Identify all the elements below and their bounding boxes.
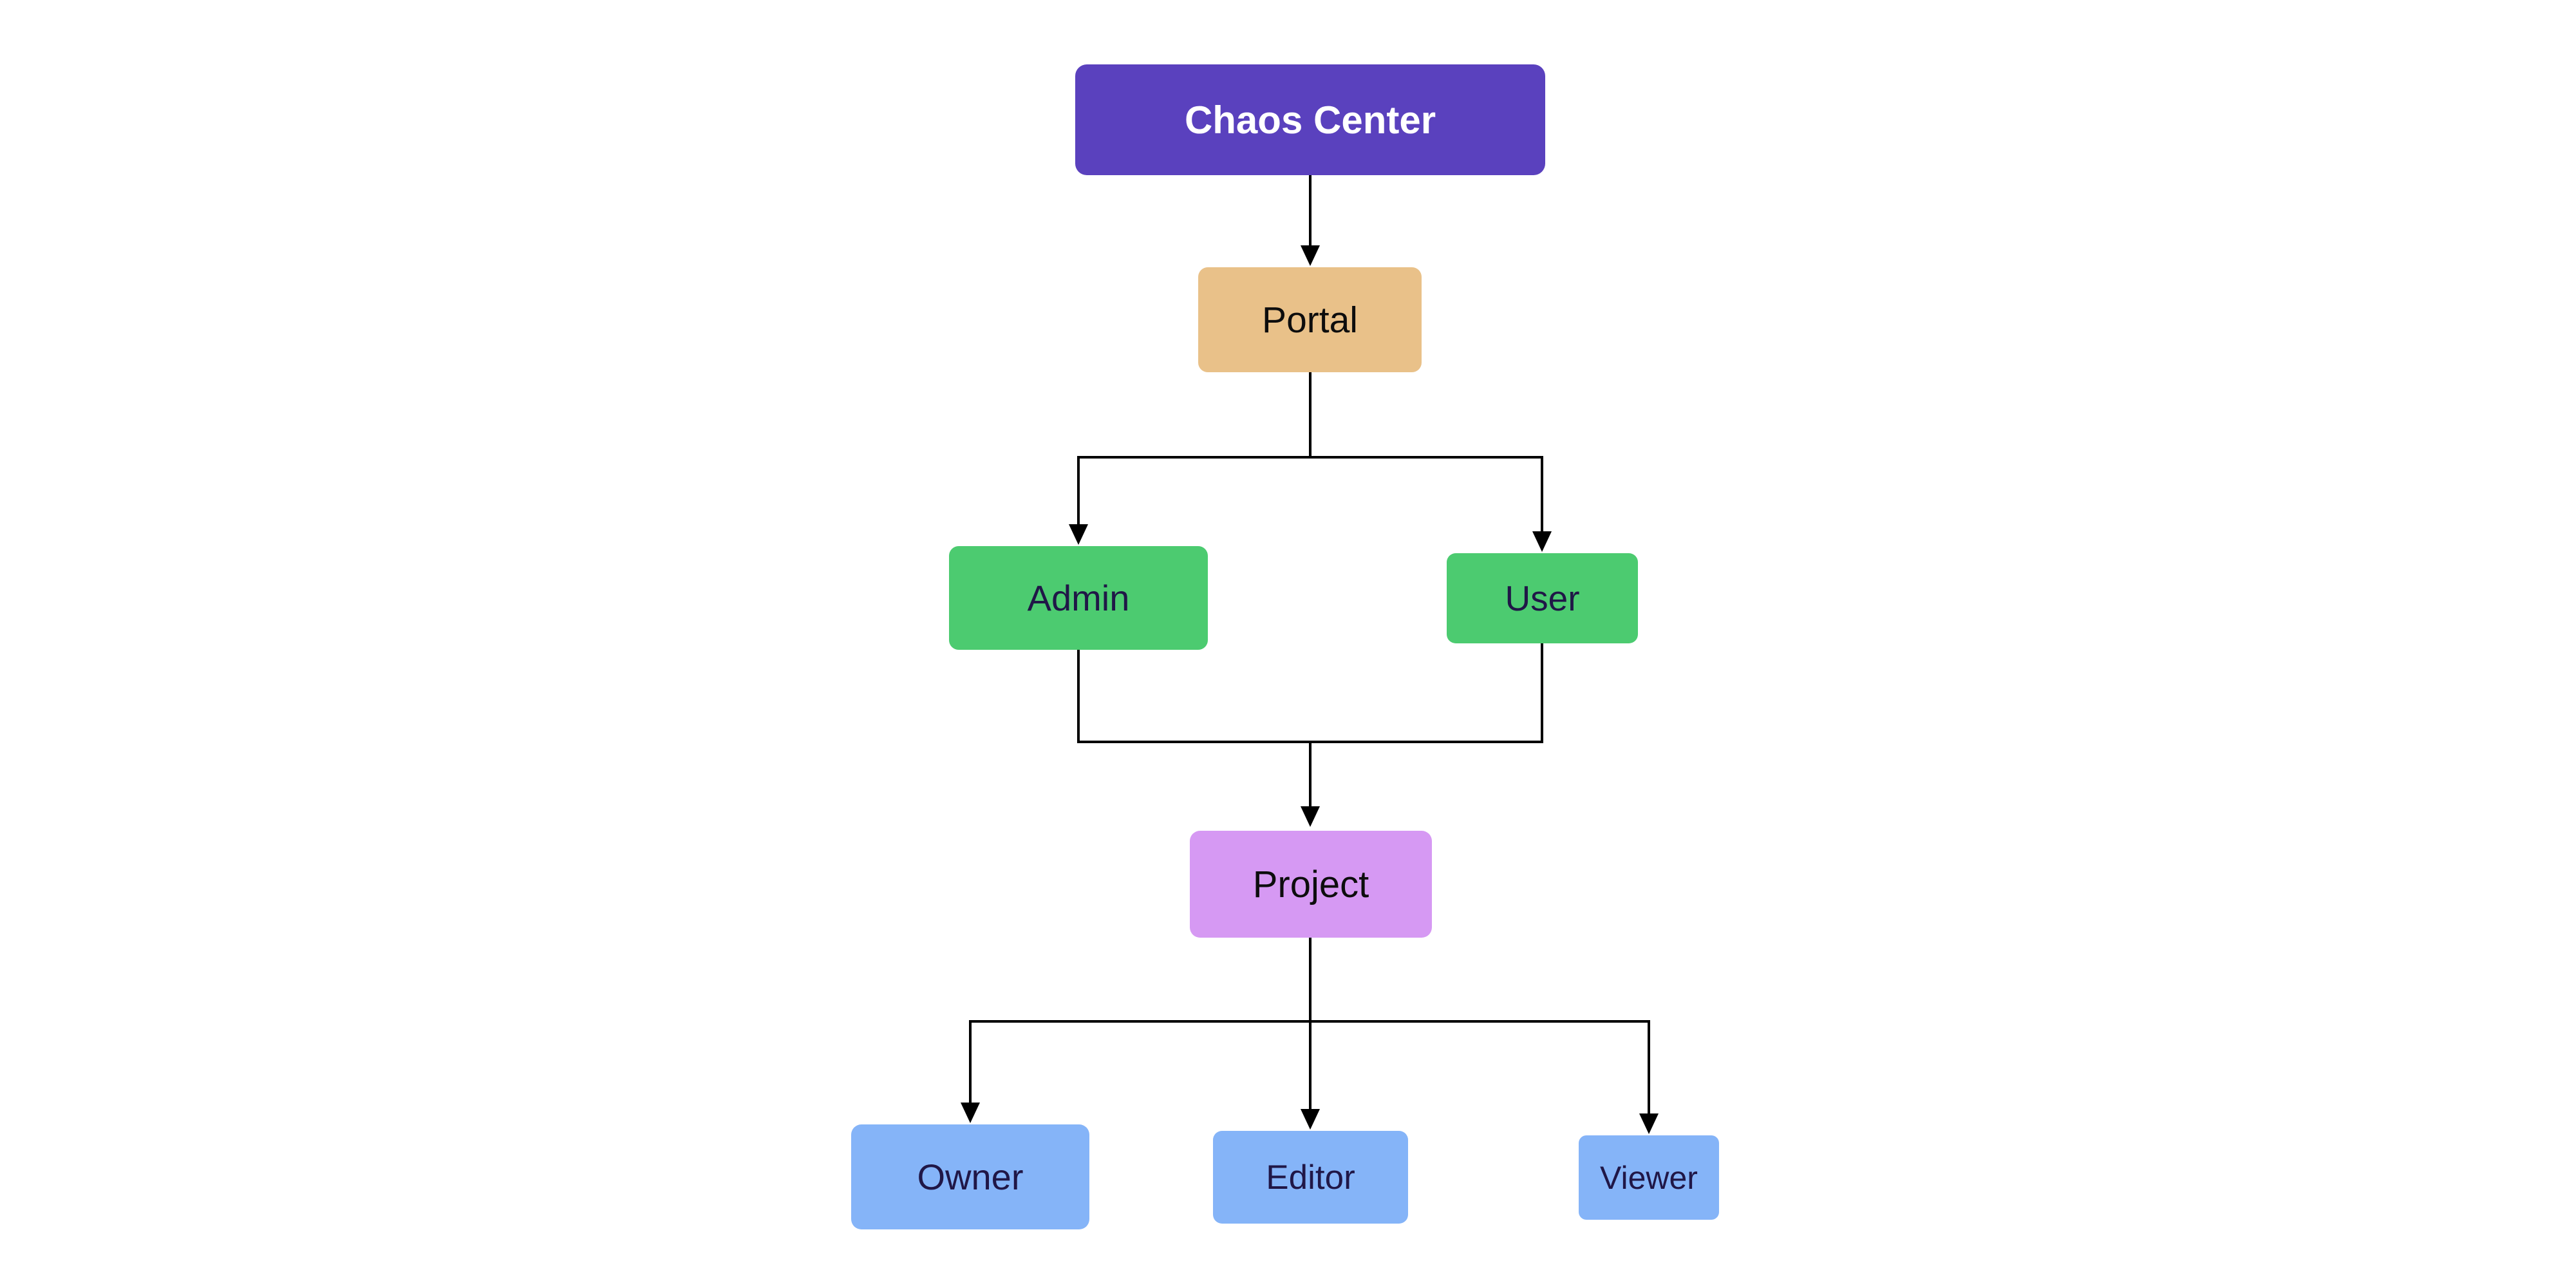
edge-chaos-center-portal	[1301, 175, 1320, 266]
arrowhead-viewer	[1639, 1113, 1659, 1134]
edge-portal-branch	[1077, 372, 1543, 459]
arrowhead-editor	[1301, 1109, 1320, 1130]
edge-portal-user	[1532, 457, 1552, 552]
arrowhead-admin	[1069, 524, 1088, 545]
edge-project-owner	[961, 1021, 980, 1123]
node-chaos-center: Chaos Center	[1075, 64, 1545, 175]
node-viewer: Viewer	[1579, 1135, 1719, 1220]
arrowhead-project	[1301, 806, 1320, 827]
node-admin: Admin	[949, 546, 1208, 650]
node-project: Project	[1190, 831, 1432, 938]
edge-portal-admin	[1069, 457, 1088, 545]
node-user: User	[1447, 553, 1638, 643]
arrowhead-owner	[961, 1103, 980, 1123]
arrowhead-portal	[1301, 245, 1320, 266]
edge-project-branch	[969, 938, 1650, 1023]
node-editor: Editor	[1213, 1131, 1408, 1224]
node-owner: Owner	[851, 1124, 1089, 1229]
node-portal: Portal	[1198, 267, 1422, 372]
edge-merge-project	[1077, 741, 1543, 827]
edge-project-viewer	[1639, 1021, 1659, 1134]
arrowhead-user	[1532, 531, 1552, 552]
edge-project-editor	[1301, 1021, 1320, 1130]
